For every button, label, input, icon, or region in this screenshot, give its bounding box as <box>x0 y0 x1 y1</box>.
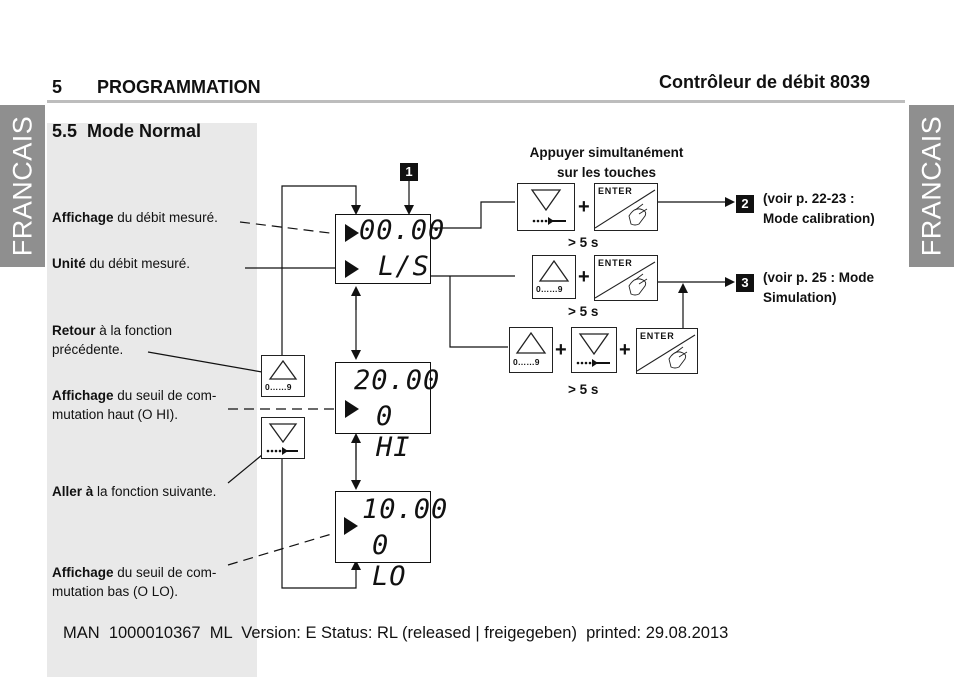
down-key-row1[interactable] <box>517 183 575 231</box>
display-main: 00.00 L/S <box>335 214 444 284</box>
label-aller-text: la fonction suivante. <box>93 484 217 499</box>
enter-key-row1[interactable]: ENTER <box>594 183 658 231</box>
timing-row1: > 5 s <box>568 235 599 250</box>
label-seuil-haut-bold: Affichage <box>52 388 114 403</box>
up-key-left-range: 0……9 <box>265 382 292 392</box>
label-seuil-bas-text: du seuil de com- <box>113 565 217 580</box>
label-retour-bold: Retour <box>52 323 96 338</box>
label-retour-line2: précédente. <box>52 342 124 357</box>
language-tab-right: FRANCAIS <box>909 105 954 267</box>
marker-1: 1 <box>400 163 418 181</box>
up-arrow-icon <box>268 359 298 380</box>
up-key-row2-range: 0……9 <box>536 284 563 294</box>
display-main-unit-triangle <box>344 259 360 284</box>
up-arrow-icon <box>538 259 570 282</box>
display-main-value: 00.00 <box>359 215 446 246</box>
ref-calibration-line1: (voir p. 22-23 : <box>763 191 855 206</box>
header-rule <box>47 100 905 103</box>
label-seuil-haut-line2: mutation haut (O HI). <box>52 407 179 422</box>
section-title: PROGRAMMATION <box>97 77 261 97</box>
plus-row3b: + <box>619 339 631 361</box>
display-high-value: 20.00 <box>354 365 441 396</box>
display-high-triangle <box>344 399 360 424</box>
press-hand-icon <box>637 334 696 372</box>
label-seuil-bas-bold: Affichage <box>52 565 114 580</box>
label-affichage-debit: Affichage du débit mesuré. <box>52 208 218 227</box>
display-low-triangle <box>343 516 359 541</box>
product-title: Contrôleur de débit 8039 <box>659 72 871 92</box>
up-key-row3-range: 0……9 <box>513 357 540 367</box>
label-unite-bold: Unité <box>52 256 86 271</box>
down-arrow-icon <box>268 423 298 444</box>
label-retour-text: à la fonction <box>95 323 173 338</box>
display-high: 20.00 0 HI <box>335 362 439 463</box>
enter-key-row3[interactable]: ENTER <box>636 328 698 374</box>
marker-2: 2 <box>736 195 754 213</box>
down-arrow-icon <box>530 189 562 212</box>
press-hand-icon <box>595 189 656 229</box>
label-seuil-haut-text: du seuil de com- <box>113 388 217 403</box>
label-affichage-debit-text: du débit mesuré. <box>113 210 218 225</box>
display-low-value: 10.00 <box>362 494 449 525</box>
display-main-unit: L/S <box>378 251 430 282</box>
footer-print-info: MAN 1000010367 ML Version: E Status: RL … <box>63 624 729 642</box>
subsection-title: Mode Normal <box>87 121 202 141</box>
sidebar-panel <box>47 123 257 677</box>
label-unite: Unité du débit mesuré. <box>52 254 190 273</box>
shift-arrow-icon <box>532 217 566 225</box>
enter-key-row2[interactable]: ENTER <box>594 255 658 301</box>
subsection-heading: 5.5 Mode Normal <box>52 121 201 142</box>
up-key-row2[interactable]: 0……9 <box>532 255 576 299</box>
language-tab-left: FRANCAIS <box>0 105 45 267</box>
section-number: 5 <box>52 77 63 97</box>
plus-row1: + <box>578 196 590 218</box>
down-key-left[interactable] <box>261 417 305 459</box>
label-aller: Aller à la fonction suivante. <box>52 482 216 501</box>
up-key-left[interactable]: 0……9 <box>261 355 305 397</box>
display-low-mode: 0 LO <box>372 530 407 592</box>
shift-arrow-icon <box>576 359 610 367</box>
enter-key-row2-label: ENTER <box>598 258 633 268</box>
label-seuil-bas-line2: mutation bas (O LO). <box>52 584 179 599</box>
up-key-row3[interactable]: 0……9 <box>509 327 553 373</box>
label-retour: Retour à la fonction précédente. <box>52 321 172 359</box>
display-main-triangle <box>344 219 360 250</box>
label-seuil-bas: Affichage du seuil de com- mutation bas … <box>52 563 216 601</box>
shift-arrow-icon <box>266 447 298 455</box>
ref-calibration: (voir p. 22-23 : Mode calibration) <box>763 189 875 229</box>
marker-3: 3 <box>736 274 754 292</box>
press-hand-icon <box>595 261 656 299</box>
instruction-text: Appuyer simultanément sur les touches <box>514 143 699 183</box>
down-key-row3[interactable] <box>571 327 617 373</box>
label-affichage-debit-bold: Affichage <box>52 210 114 225</box>
subsection-number: 5.5 <box>52 121 78 141</box>
plus-row2: + <box>578 266 590 288</box>
timing-row2: > 5 s <box>568 304 599 319</box>
display-low: 10.00 0 LO <box>335 491 447 592</box>
ref-simulation-line1: (voir p. 25 : Mode <box>763 270 875 285</box>
label-seuil-haut: Affichage du seuil de com- mutation haut… <box>52 386 216 424</box>
instruction-line1: Appuyer simultanément <box>529 145 684 160</box>
label-unite-text: du débit mesuré. <box>85 256 191 271</box>
down-arrow-icon <box>578 333 610 356</box>
label-aller-bold: Aller à <box>52 484 94 499</box>
timing-row3: > 5 s <box>568 382 599 397</box>
display-high-mode: 0 HI <box>376 401 411 463</box>
ref-simulation: (voir p. 25 : Mode Simulation) <box>763 268 874 308</box>
ref-calibration-line2: Mode calibration) <box>763 211 875 226</box>
ref-simulation-line2: Simulation) <box>763 290 837 305</box>
plus-row3a: + <box>555 339 567 361</box>
enter-key-row3-label: ENTER <box>640 331 675 341</box>
instruction-line2: sur les touches <box>556 165 657 180</box>
enter-key-row1-label: ENTER <box>598 186 633 196</box>
up-arrow-icon <box>515 331 547 354</box>
